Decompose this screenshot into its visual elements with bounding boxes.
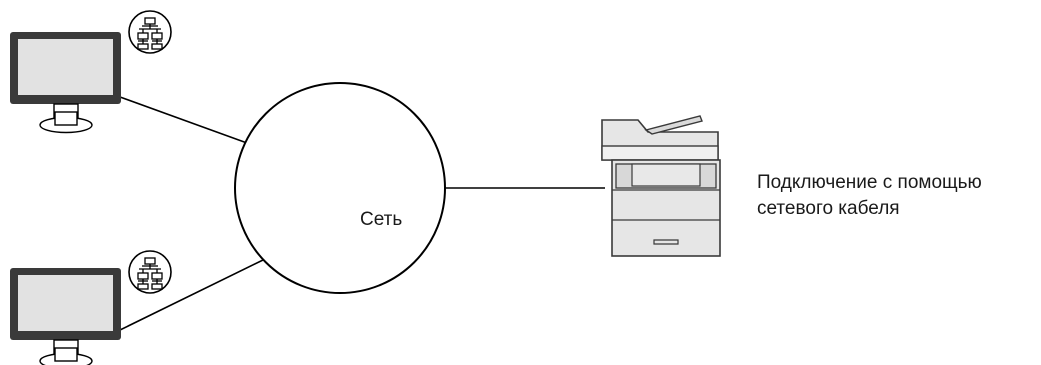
monitor-icon — [9, 267, 122, 365]
link-line-computer-top — [119, 96, 248, 144]
network-label: Сеть — [360, 209, 403, 230]
connection-label: Подключение с помощью сетевого кабеля — [757, 170, 982, 222]
network-circle — [234, 82, 446, 294]
connection-label-line2: сетевого кабеля — [757, 198, 900, 219]
network-icon — [128, 250, 172, 294]
network-icon — [128, 10, 172, 54]
mfp-printer-icon — [601, 115, 721, 257]
monitor-icon — [9, 31, 122, 134]
connection-label-line1: Подключение с помощью — [757, 172, 982, 193]
link-line-computer-bottom — [119, 259, 264, 331]
